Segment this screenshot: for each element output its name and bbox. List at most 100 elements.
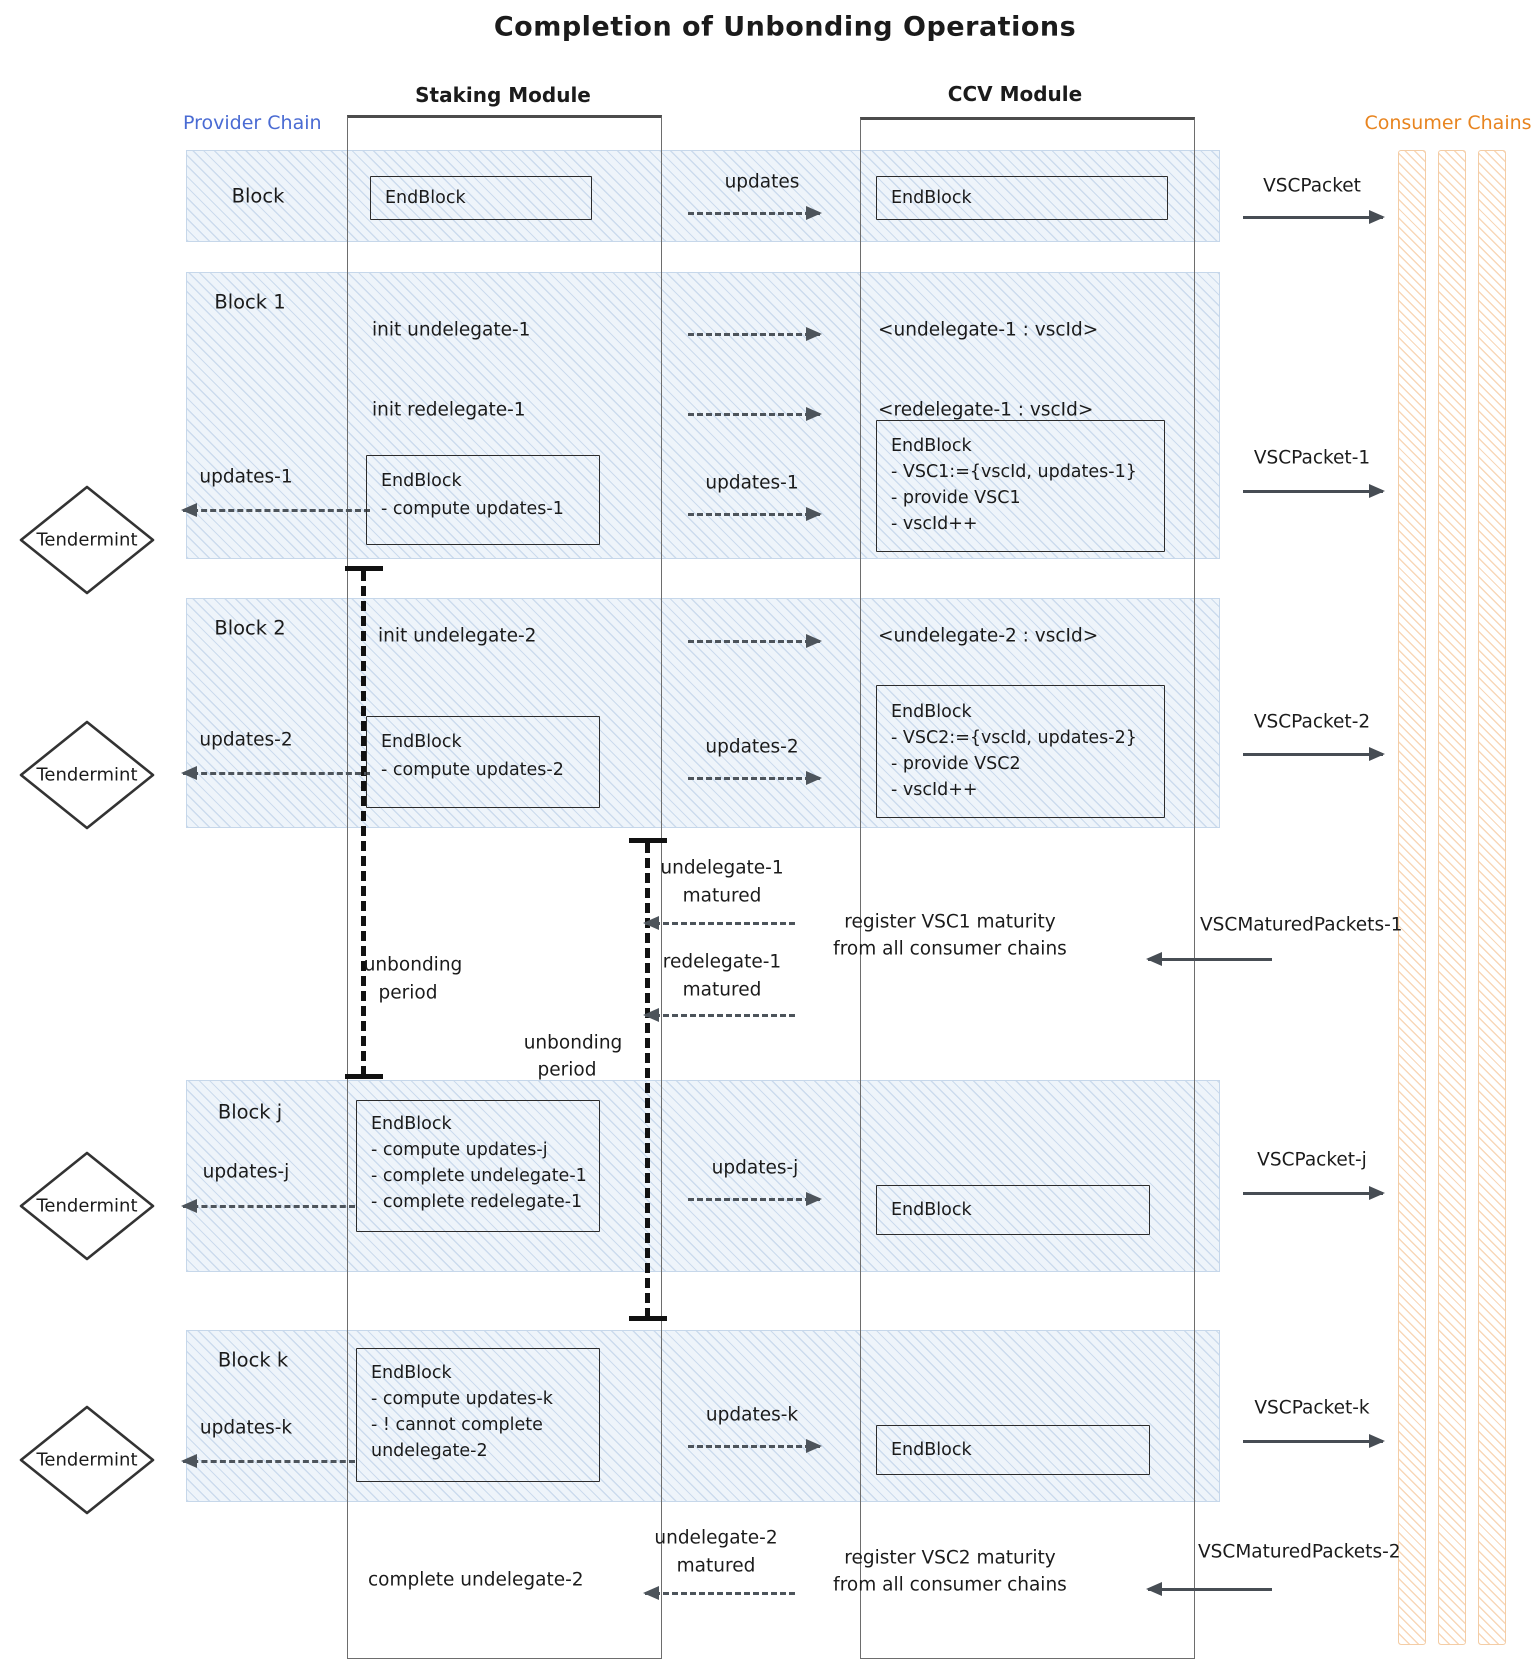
unbonding-start-cap-2 — [629, 838, 667, 843]
block-band-k — [186, 1330, 1220, 1502]
tendermint-diamond-3: Tendermint — [13, 1148, 161, 1264]
register-vsc2-label: register VSC2 maturity — [844, 1547, 1056, 1569]
updates-j-left-arrow — [181, 1199, 355, 1213]
undelegate-2-matured-label: undelegate-2 — [654, 1527, 778, 1549]
staking-endblock-box-j: EndBlock - compute updates-j - complete … — [356, 1100, 600, 1232]
vscpacket-k-label: VSCPacket-k — [1254, 1397, 1370, 1419]
redelegate-1-matured-label: redelegate-1 — [662, 951, 782, 973]
updates-1-left-arrow — [181, 503, 370, 517]
undelegate-1-matured-label2: matured — [682, 885, 762, 907]
block-band-2 — [186, 598, 1220, 828]
init-undelegate-1-label: init undelegate-1 — [372, 319, 531, 341]
arrowhead-left — [181, 766, 197, 780]
vscpacket-1-arrow — [1243, 484, 1385, 498]
vscpacket-j-label: VSCPacket-j — [1257, 1149, 1367, 1171]
ccv-module-lifeline — [860, 117, 1195, 1659]
init-redelegate-1-label: init redelegate-1 — [372, 399, 526, 421]
arrowhead-left — [1146, 1582, 1162, 1596]
consumer-chain-bar-1 — [1398, 150, 1426, 1645]
vscpacket-label: VSCPacket — [1263, 175, 1361, 197]
staking-endblock-box-2: EndBlock - compute updates-2 — [366, 716, 600, 808]
updates-2-left-label: updates-2 — [199, 729, 293, 751]
vscpacket-2-arrow — [1243, 747, 1385, 761]
diamond-shape-icon — [19, 1405, 155, 1515]
undelegate-1-arrow — [688, 327, 822, 341]
staking-endblock-box-0: EndBlock — [370, 176, 592, 220]
diamond-shape-icon — [19, 1151, 155, 1261]
register-vsc2-label2: from all consumer chains — [833, 1574, 1067, 1596]
updates-j-mid-label: updates-j — [711, 1157, 799, 1179]
undelegate-1-matured-arrow — [643, 916, 795, 930]
unbonding-period-line-2 — [645, 843, 650, 1318]
provider-chain-label: Provider Chain — [183, 112, 322, 134]
arrowhead-right — [1369, 210, 1385, 224]
arrowhead-right — [1369, 484, 1385, 498]
updates-k-mid-arrow — [688, 1439, 822, 1453]
consumer-chains-label: Consumer Chains — [1364, 112, 1532, 134]
block-j-label: Block j — [217, 1100, 283, 1124]
redelegate-1-arrow — [688, 407, 822, 421]
arrowhead-right — [1369, 747, 1385, 761]
undelegate-2-matured-label2: matured — [676, 1555, 756, 1577]
updates-2-left-arrow — [181, 766, 370, 780]
vscpacket-k-arrow — [1243, 1434, 1385, 1448]
msg-undelegate-2: <undelegate-2 : vscId> — [878, 625, 1099, 647]
unbonding-end-cap-2 — [629, 1316, 667, 1321]
ccv-endblock-box-k: EndBlock — [876, 1425, 1150, 1475]
arrowhead-right — [806, 1192, 822, 1206]
ccv-endblock-box-2: EndBlock - VSC2:={vscId, updates-2} - pr… — [876, 685, 1165, 818]
updates-k-mid-label: updates-k — [705, 1404, 799, 1426]
vscmaturedpackets-2-label: VSCMaturedPackets-2 — [1198, 1541, 1401, 1563]
updates-label: updates — [724, 171, 800, 193]
msg-redelegate-1: <redelegate-1 : vscId> — [878, 399, 1094, 421]
complete-undelegate-2-label: complete undelegate-2 — [368, 1569, 584, 1591]
updates-j-mid-arrow — [688, 1192, 822, 1206]
tendermint-label: Tendermint — [36, 529, 138, 551]
block-label: Block — [231, 184, 285, 208]
vscpacket-2-label: VSCPacket-2 — [1253, 711, 1371, 733]
ccv-module-header: CCV Module — [947, 82, 1083, 106]
page-title: Completion of Unbonding Operations — [493, 11, 1077, 43]
ccv-endblock-box-j: EndBlock — [876, 1185, 1150, 1235]
staking-endblock-box-1: EndBlock - compute updates-1 — [366, 455, 600, 545]
updates-j-left-label: updates-j — [202, 1161, 290, 1183]
block-k-label: Block k — [217, 1348, 289, 1372]
arrowhead-left — [181, 1199, 197, 1213]
arrowhead-right — [1369, 1186, 1385, 1200]
consumer-chain-bar-2 — [1438, 150, 1466, 1645]
vscpacket-j-arrow — [1243, 1186, 1385, 1200]
arrowhead-right — [806, 1439, 822, 1453]
diamond-shape-icon — [19, 720, 155, 830]
init-undelegate-2-label: init undelegate-2 — [378, 625, 537, 647]
tendermint-diamond-4: Tendermint — [13, 1402, 161, 1518]
vscpacket-arrow — [1243, 210, 1385, 224]
updates-2-mid-arrow — [688, 771, 822, 785]
unbonding-start-cap-1 — [345, 566, 383, 571]
block-band-j — [186, 1080, 1220, 1272]
redelegate-1-matured-label2: matured — [682, 979, 762, 1001]
staking-module-lifeline — [347, 115, 662, 1659]
updates-1-mid-label: updates-1 — [705, 472, 799, 494]
vscmaturedpackets-1-label: VSCMaturedPackets-1 — [1200, 914, 1403, 936]
vscmaturedpackets-1-arrow — [1146, 952, 1272, 966]
block-1-label: Block 1 — [214, 290, 286, 314]
unbonding-end-cap-1 — [345, 1074, 383, 1079]
arrowhead-left — [1146, 952, 1162, 966]
vscmaturedpackets-2-arrow — [1146, 1582, 1272, 1596]
unbonding-period-2-label2: period — [537, 1059, 597, 1081]
redelegate-1-matured-arrow — [643, 1008, 795, 1022]
arrowhead-right — [1369, 1434, 1385, 1448]
register-vsc1-label: register VSC1 maturity — [844, 911, 1056, 933]
updates-k-left-label: updates-k — [199, 1417, 293, 1439]
block-band-0 — [186, 150, 1220, 242]
arrowhead-left — [643, 1008, 659, 1022]
updates-1-left-label: updates-1 — [199, 466, 293, 488]
unbonding-period-2-label: unbonding — [523, 1032, 623, 1054]
undelegate-2-matured-arrow — [643, 1586, 795, 1600]
arrowhead-left — [181, 503, 197, 517]
arrowhead-left — [643, 916, 659, 930]
tendermint-diamond-1: Tendermint — [13, 482, 161, 598]
unbonding-period-1-label: unbonding — [363, 954, 463, 976]
staking-module-header: Staking Module — [415, 83, 591, 107]
